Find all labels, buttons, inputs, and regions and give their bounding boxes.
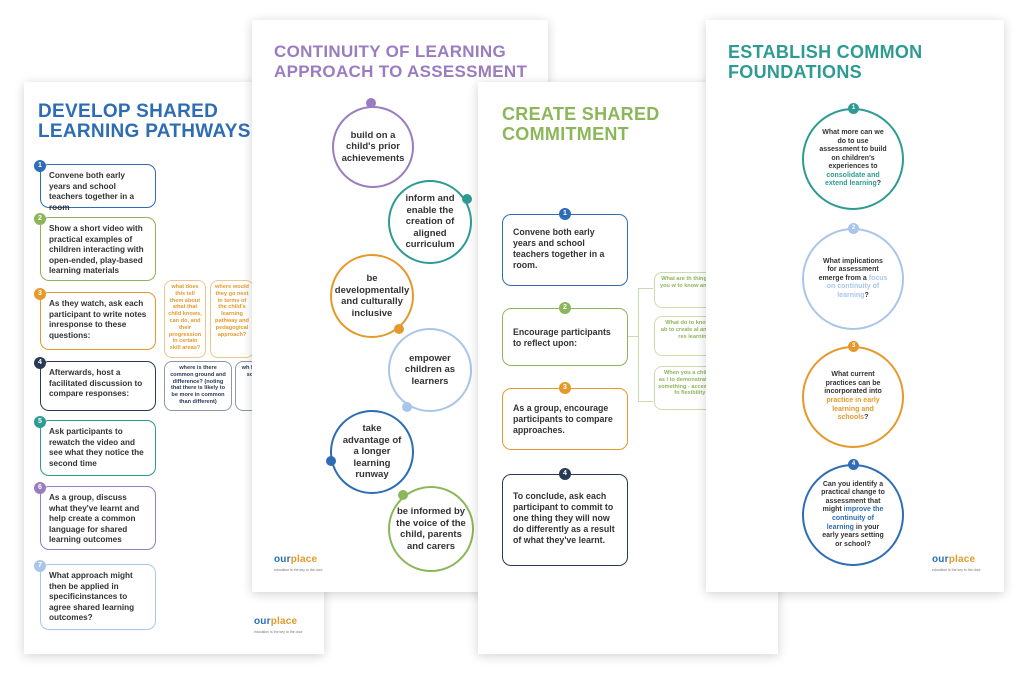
dot-marker bbox=[462, 194, 472, 204]
step-box-6: As a group, discuss what they've learnt … bbox=[40, 486, 156, 550]
question-number-2: 2 bbox=[848, 223, 859, 234]
question-box-4a: where is there common ground and differe… bbox=[164, 361, 232, 411]
question-circle-4: Can you identify a practical change to a… bbox=[802, 464, 904, 566]
step-box-1: Convene both early years and school teac… bbox=[40, 164, 156, 212]
step-number-2: 2 bbox=[559, 302, 571, 314]
step-box-2: Show a short video with practical exampl… bbox=[40, 217, 156, 281]
reflect-box-3: When you a child as l to demonstrate som… bbox=[654, 366, 714, 410]
connector-bracket bbox=[638, 288, 653, 402]
step-number-1: 1 bbox=[34, 160, 46, 172]
step-box-3: As a group, encourage participants to co… bbox=[502, 388, 628, 450]
step-box-7: What approach might then be applied in s… bbox=[40, 564, 156, 630]
question-number-4: 4 bbox=[848, 459, 859, 470]
sheet-title: DEVELOP SHARED LEARNING PATHWAYS bbox=[38, 101, 251, 142]
question-box-3a: what does this tell them about what that… bbox=[164, 280, 206, 358]
sheet-foundations: ESTABLISH COMMON FOUNDATIONS What more c… bbox=[706, 20, 1004, 592]
ourplace-logo: ourplace bbox=[932, 554, 976, 565]
sheet-title: ESTABLISH COMMON FOUNDATIONS bbox=[728, 42, 923, 82]
step-number-5: 5 bbox=[34, 416, 46, 428]
principle-circle-4: empower children as learners bbox=[388, 328, 472, 412]
sheet-title: CONTINUITY OF LEARNING APPROACH TO ASSES… bbox=[274, 42, 528, 81]
dot-marker bbox=[398, 490, 408, 500]
step-box-5: Ask participants to rewatch the video an… bbox=[40, 420, 156, 476]
reflect-box-1: What are th things you w to know and bbox=[654, 272, 714, 308]
principle-circle-2: inform and enable the creation of aligne… bbox=[388, 180, 472, 264]
logo-tagline: education is the key to the door bbox=[932, 568, 981, 572]
principle-circle-5: take advantage of a longer learning runw… bbox=[330, 410, 414, 494]
step-box-2: Encourage participants to reflect upon: bbox=[502, 308, 628, 366]
dot-marker bbox=[394, 324, 404, 334]
sheet-title: CREATE SHARED COMMITMENT bbox=[502, 104, 660, 144]
ourplace-logo: ourplace bbox=[274, 554, 318, 565]
question-number-1: 1 bbox=[848, 103, 859, 114]
question-circle-1: What more can we do to use assessment to… bbox=[802, 108, 904, 210]
step-number-1: 1 bbox=[559, 208, 571, 220]
principle-circle-1: build on a child's prior achievements bbox=[332, 106, 414, 188]
question-box-3b: where would they go next in terms of the… bbox=[210, 280, 254, 358]
step-box-4: To conclude, ask each participant to com… bbox=[502, 474, 628, 566]
step-number-4: 4 bbox=[559, 468, 571, 480]
step-box-4: Afterwards, host a facilitated discussio… bbox=[40, 361, 156, 411]
question-circle-2: What implications for assessment emerge … bbox=[802, 228, 904, 330]
step-box-3: As they watch, ask each participant to w… bbox=[40, 292, 156, 350]
dot-marker bbox=[402, 402, 412, 412]
ourplace-logo: ourplace bbox=[254, 616, 298, 627]
step-number-3: 3 bbox=[34, 288, 46, 300]
logo-tagline: education is the key to the door bbox=[254, 630, 303, 634]
dot-marker bbox=[366, 98, 376, 108]
principle-circle-6: be informed by the voice of the child, p… bbox=[388, 486, 474, 572]
step-number-2: 2 bbox=[34, 213, 46, 225]
question-circle-3: What current practices can be incorporat… bbox=[802, 346, 904, 448]
connector-line bbox=[628, 336, 638, 337]
step-box-1: Convene both early years and school teac… bbox=[502, 214, 628, 286]
step-number-6: 6 bbox=[34, 482, 46, 494]
question-number-3: 3 bbox=[848, 341, 859, 352]
step-number-7: 7 bbox=[34, 560, 46, 572]
reflect-box-2: What do to know ab to create al and res … bbox=[654, 316, 714, 356]
step-number-3: 3 bbox=[559, 382, 571, 394]
logo-tagline: education is the key to the door bbox=[274, 568, 323, 572]
step-number-4: 4 bbox=[34, 357, 46, 369]
dot-marker bbox=[326, 456, 336, 466]
